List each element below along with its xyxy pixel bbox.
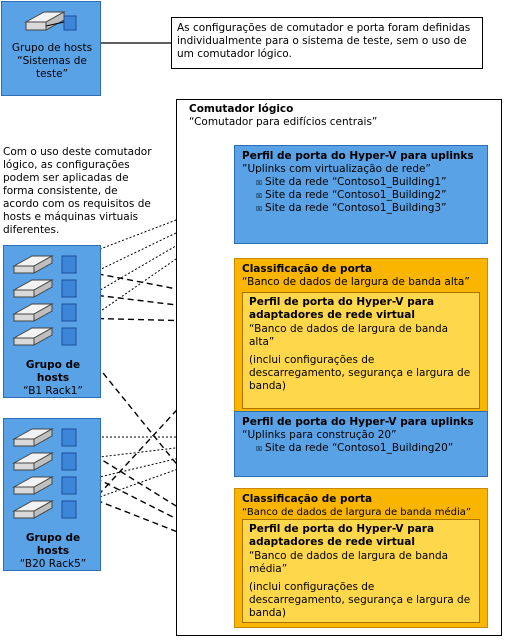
port-classification-high: Classificação de porta “Banco de dados d… (234, 258, 488, 416)
port-classification-medium-title: Classificação de porta (242, 493, 373, 505)
logical-switch-note: Com o uso deste comutador lógico, as con… (3, 146, 152, 236)
vnic-profile-medium-title: Perfil de porta do Hyper-V para adaptado… (249, 523, 435, 548)
server-rack-icon (24, 11, 77, 31)
network-site-label: Site da rede “Contoso1_Building1” (265, 176, 447, 188)
vnic-profile-high-note: (inclui configurações de descarregamento… (249, 354, 471, 392)
network-site-item: ☒Site da rede “Contoso1_Building3” (256, 202, 480, 215)
network-site-item: ☒Site da rede “Contoso1_Building2” (256, 189, 480, 202)
host-group-b20-title: Grupo de hosts (25, 532, 81, 557)
server-stack-icon (12, 428, 77, 519)
uplink-profile-1-title: Perfil de porta do Hyper-V para uplinks (242, 150, 474, 162)
port-classification-high-name: “Banco de dados de largura de banda alta… (242, 276, 470, 288)
network-site-item: ☒Site da rede “Contoso1_Building1” (256, 176, 480, 189)
uplink-profile-1: Perfil de porta do Hyper-V para uplinks … (234, 145, 488, 244)
network-site-label: Site da rede “Contoso1_Building2” (265, 189, 447, 201)
checkbox-checked-icon: ☒ (256, 177, 263, 188)
vnic-profile-medium: Perfil de porta do Hyper-V para adaptado… (242, 519, 480, 623)
server-icon (12, 255, 77, 274)
vnic-profile-high-name: “Banco de dados de largura de banda alta… (249, 323, 449, 348)
host-group-test-systems: Grupo de hosts “Sistemas de teste” (1, 1, 101, 96)
vnic-profile-high-title: Perfil de porta do Hyper-V para adaptado… (249, 296, 435, 321)
checkbox-checked-icon: ☒ (256, 190, 263, 201)
vnic-profile-medium-note: (inclui configurações de descarregamento… (249, 581, 471, 619)
checkbox-checked-icon: ☒ (256, 203, 263, 214)
uplink-profile-1-name: ”Uplinks com virtualização de rede” (242, 163, 431, 175)
host-group-b1-title: Grupo de hosts (25, 359, 81, 384)
port-classification-high-title: Classificação de porta (242, 263, 373, 275)
port-classification-medium-name: “Banco de dados de largura de banda médi… (242, 507, 472, 518)
logical-switch-name: “Comutador para edifícios centrais” (189, 116, 378, 128)
host-group-b20-rack5: Grupo de hosts “B20 Rack5” (3, 418, 101, 571)
port-classification-medium: Classificação de porta “Banco de dados d… (234, 488, 488, 628)
uplink-profile-2-title: Perfil de porta do Hyper-V para uplinks (242, 416, 474, 428)
network-site-label: Site da rede “Contoso1_Building20” (265, 442, 454, 454)
host-group-b20-name: “B20 Rack5” (19, 558, 87, 570)
logical-switch-title: Comutador lógico (189, 103, 294, 115)
host-group-b1-name: “B1 Rack1” (23, 385, 83, 397)
network-site-item: ☒Site da rede “Contoso1_Building20” (256, 442, 480, 455)
vnic-profile-high: Perfil de porta do Hyper-V para adaptado… (242, 292, 480, 409)
checkbox-checked-icon: ☒ (256, 443, 263, 454)
uplink-profile-2-name: “Uplinks para construção 20” (242, 429, 397, 441)
network-site-label: Site da rede “Contoso1_Building3” (265, 202, 447, 214)
server-stack-icon (12, 255, 77, 346)
vnic-profile-medium-name: “Banco de dados de largura de banda médi… (249, 550, 449, 575)
host-group-test-systems-label: Grupo de hosts “Sistemas de teste” (11, 42, 93, 80)
host-group-b1-rack1: Grupo de hosts “B1 Rack1” (3, 245, 101, 398)
uplink-profile-2: Perfil de porta do Hyper-V para uplinks … (234, 411, 488, 477)
test-system-note: As configurações de comutador e porta fo… (171, 17, 483, 69)
